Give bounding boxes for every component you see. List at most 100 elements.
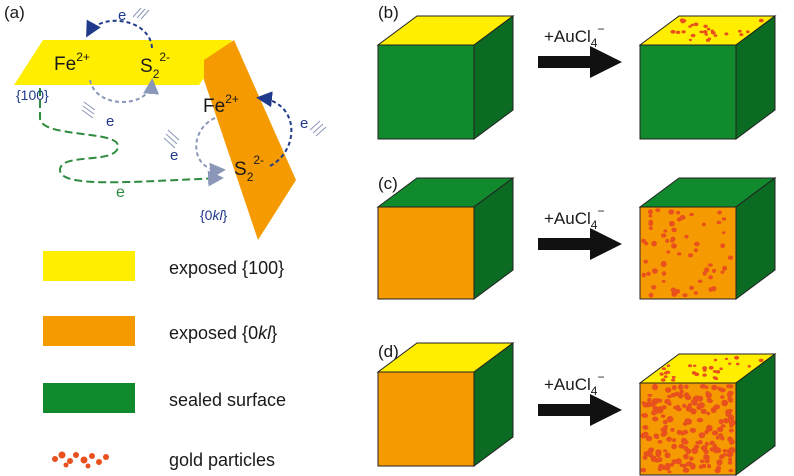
gold-particle (717, 426, 724, 433)
gold-particle (720, 243, 726, 249)
gold-particle (725, 411, 732, 418)
cube-b-before (376, 15, 515, 140)
gold-particle (648, 226, 653, 231)
gold-particle (691, 447, 699, 454)
gold-particle (676, 429, 682, 435)
gold-particle (698, 464, 704, 469)
gold-particle (723, 418, 730, 424)
gold-particle (689, 427, 697, 433)
gold-particles-b-top (670, 18, 764, 42)
gold-particle (703, 454, 708, 459)
gold-particle (708, 287, 714, 292)
gold-particle (671, 385, 677, 391)
gold-particle (716, 220, 722, 225)
gold-particle (645, 435, 653, 442)
panel-a: (a) Fe2+ S22- Fe2+ S22- e e e e (4, 3, 327, 240)
reaction-label-d: +AuCl4− (544, 370, 604, 398)
gold-particle (727, 397, 733, 402)
panel-d-label: (d) (378, 342, 399, 361)
gold-particle (671, 378, 676, 382)
gold-particle (706, 27, 711, 31)
gold-particle (683, 392, 690, 398)
gold-particle (676, 210, 681, 215)
panel-c-label: (c) (378, 174, 398, 193)
gold-particle (729, 423, 734, 428)
gold-particle (714, 377, 719, 381)
gold-particle (688, 25, 692, 28)
gold-particles-d-front (640, 383, 736, 474)
gold-particle (724, 32, 729, 36)
gold-particle (647, 393, 653, 397)
gold-particle (746, 30, 750, 34)
gold-particle (721, 217, 727, 221)
gold-particle (648, 219, 654, 225)
e-label-blue-orange: e (300, 115, 308, 132)
gold-particle (651, 268, 658, 274)
gold-particle (695, 441, 700, 445)
gold-particle (679, 389, 684, 395)
gold-particle (699, 459, 705, 463)
arrow-grey-orange (195, 117, 226, 179)
gold-particle (728, 428, 734, 433)
gold-particle (670, 427, 675, 432)
gold-particle (682, 467, 690, 473)
gold-particle (670, 236, 676, 242)
legend: exposed {100} exposed {0kl} sealed surfa… (43, 251, 286, 470)
gold-particle (647, 397, 652, 402)
gold-particle (681, 463, 688, 468)
gold-particle (661, 233, 667, 238)
gold-particle (646, 449, 653, 455)
gold-particle (677, 393, 684, 399)
gold-particle (722, 265, 727, 271)
gold-particle (713, 34, 718, 37)
gold-particle (665, 238, 669, 243)
gold-particle (728, 447, 736, 454)
gold-particle (720, 436, 725, 441)
gold-particle (662, 419, 668, 425)
gold-particle (717, 386, 722, 391)
arrow-top-blue (86, 19, 153, 49)
cube-d-after (638, 353, 777, 476)
gold-particle (735, 362, 740, 366)
legend-swatch-yellow (43, 251, 135, 281)
gold-particle (655, 449, 662, 456)
legend-swatch-green (43, 383, 135, 413)
cube-c-after (638, 177, 777, 300)
gold-particle (660, 427, 668, 433)
gold-particle (724, 357, 729, 361)
gold-particle (648, 209, 653, 215)
gold-particle (671, 459, 678, 465)
gold-particle (726, 452, 734, 458)
gold-particle (739, 33, 744, 37)
gold-particle (728, 362, 732, 365)
legend-text-orange: exposed {0kl} (169, 323, 277, 343)
gold-particle (721, 399, 728, 407)
gold-particle (716, 465, 722, 471)
panel-b: (b) +AuCl4− (376, 3, 777, 140)
gold-particle (734, 355, 740, 360)
gold-particle (717, 210, 722, 215)
gold-particle (682, 429, 689, 435)
gold-particle (680, 437, 688, 445)
arrow-green-transfer (39, 88, 224, 187)
yellow-100-slab (14, 40, 232, 85)
gold-particle (694, 372, 700, 377)
gold-particle (693, 291, 699, 295)
gold-particle (670, 29, 676, 34)
gold-particle (698, 432, 706, 439)
gold-particle (688, 364, 692, 368)
gold-particle (677, 384, 684, 390)
orange-0kl-slab (204, 40, 296, 240)
gold-particle (652, 416, 659, 422)
gold-particle (700, 408, 707, 414)
gold-particle (689, 285, 694, 290)
e-label-grey-orange: e (170, 147, 178, 164)
gold-particle (648, 214, 653, 218)
gold-particle (667, 371, 671, 374)
gold-particle (661, 280, 666, 283)
gold-particle (663, 449, 668, 453)
e-label-green: e (116, 184, 125, 201)
gold-particle (698, 402, 705, 409)
gold-particle (702, 30, 708, 34)
gold-particle (640, 467, 647, 473)
